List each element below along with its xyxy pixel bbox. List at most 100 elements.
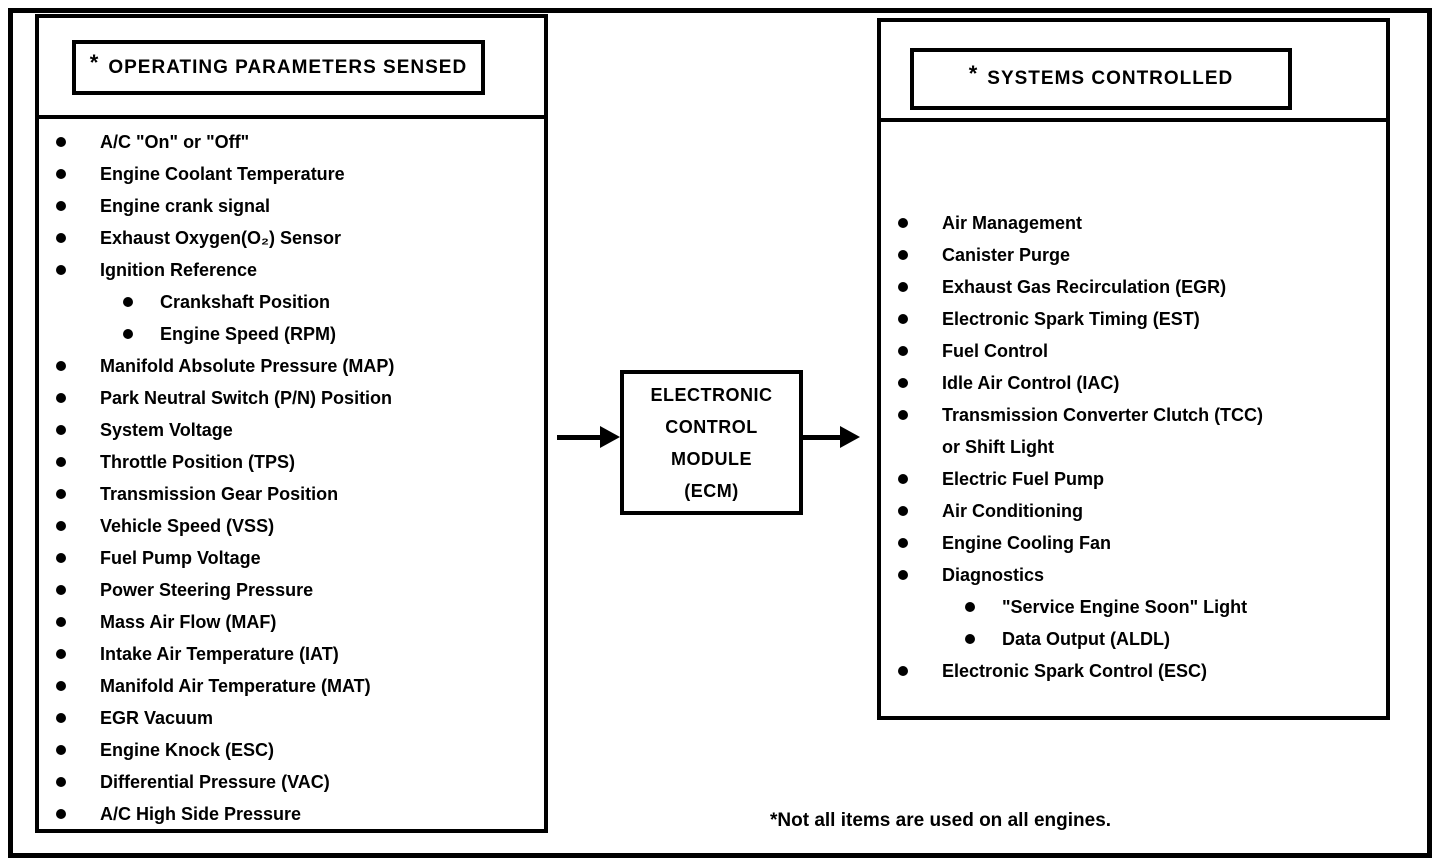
list-item-label: Transmission Converter Clutch (TCC) (942, 404, 1264, 425)
bullet-icon (56, 649, 66, 659)
list-item-label: Idle Air Control (IAC) (942, 372, 1120, 393)
list-item: A/C "On" or "Off" (39, 126, 544, 158)
bullet-icon (56, 521, 66, 531)
systems-controlled-list: Air Management Canister Purge Exhaust Ga… (881, 122, 1386, 687)
bullet-icon (898, 314, 908, 324)
list-item-label: "Service Engine Soon" Light (1002, 596, 1248, 617)
bullet-icon (898, 346, 908, 356)
systems-controlled-header: * SYSTEMS CONTROLLED (881, 22, 1386, 122)
list-item: Data Output (ALDL) (881, 623, 1386, 655)
list-item: Electronic Spark Timing (EST) (881, 303, 1386, 335)
list-item: System Voltage (39, 414, 544, 446)
list-item-label: Data Output (ALDL) (1002, 628, 1170, 649)
list-item: Engine crank signal (39, 190, 544, 222)
list-item: EGR Vacuum (39, 702, 544, 734)
list-item-label: Fuel Control (942, 340, 1048, 361)
bullet-icon (56, 233, 66, 243)
bullet-icon (56, 137, 66, 147)
bullet-icon (56, 745, 66, 755)
list-item-label: Power Steering Pressure (100, 579, 314, 600)
list-item-label: Fuel Pump Voltage (100, 547, 261, 568)
list-item: A/C High Side Pressure (39, 798, 544, 830)
flow-arrow-right-line (801, 435, 843, 440)
bullet-icon (56, 201, 66, 211)
list-item-label: Differential Pressure (VAC) (100, 771, 330, 792)
list-item: Fuel Control (881, 335, 1386, 367)
bullet-icon (56, 169, 66, 179)
list-item-label: Intake Air Temperature (IAT) (100, 643, 339, 664)
list-item-label: Engine Speed (RPM) (160, 323, 337, 344)
list-item-label: Air Management (942, 212, 1083, 233)
operating-parameters-title: OPERATING PARAMETERS SENSED (108, 56, 468, 78)
flow-arrow-right-head (840, 426, 860, 448)
list-item: Manifold Air Temperature (MAT) (39, 670, 544, 702)
list-item: Throttle Position (TPS) (39, 446, 544, 478)
list-item: Electronic Spark Control (ESC) (881, 655, 1386, 687)
bullet-icon (56, 713, 66, 723)
footnote: *Not all items are used on all engines. (770, 810, 1112, 831)
list-item: Exhaust Gas Recirculation (EGR) (881, 271, 1386, 303)
list-item: Engine Speed (RPM) (39, 318, 544, 350)
list-item: Canister Purge (881, 239, 1386, 271)
bullet-icon (123, 297, 133, 307)
bullet-icon (56, 777, 66, 787)
bullet-icon (56, 361, 66, 371)
list-item: Differential Pressure (VAC) (39, 766, 544, 798)
bullet-icon (56, 425, 66, 435)
bullet-icon (56, 681, 66, 691)
list-item-label: Manifold Absolute Pressure (MAP) (100, 355, 395, 376)
list-item-label: EGR Vacuum (100, 707, 214, 728)
list-item: Manifold Absolute Pressure (MAP) (39, 350, 544, 382)
bullet-icon (123, 329, 133, 339)
bullet-icon (898, 506, 908, 516)
list-item: Park Neutral Switch (P/N) Position (39, 382, 544, 414)
bullet-icon (898, 538, 908, 548)
operating-parameters-header: * OPERATING PARAMETERS SENSED (39, 18, 544, 119)
list-item: Intake Air Temperature (IAT) (39, 638, 544, 670)
systems-controlled-title: SYSTEMS CONTROLLED (987, 68, 1234, 89)
list-item: Fuel Pump Voltage (39, 542, 544, 574)
list-item-label: Transmission Gear Position (100, 483, 339, 504)
list-item-label: Engine Knock (ESC) (100, 739, 275, 760)
bullet-icon (898, 250, 908, 260)
list-item-label: System Voltage (100, 419, 233, 440)
list-item: Engine Coolant Temperature (39, 158, 544, 190)
ecm-line-2: CONTROL (665, 416, 758, 437)
bullet-icon (898, 282, 908, 292)
asterisk-icon: * (968, 61, 978, 86)
systems-controlled-panel: * SYSTEMS CONTROLLED Air Management Cani… (877, 18, 1390, 720)
bullet-icon (56, 553, 66, 563)
list-item-label: Vehicle Speed (VSS) (100, 515, 275, 536)
list-item-label: Electric Fuel Pump (942, 468, 1105, 489)
list-item: Transmission Gear Position (39, 478, 544, 510)
list-item-label: Crankshaft Position (160, 291, 331, 312)
list-item-label: Electronic Spark Control (ESC) (942, 660, 1208, 681)
outer-frame (8, 8, 1432, 858)
list-item: Engine Knock (ESC) (39, 734, 544, 766)
bullet-icon (965, 634, 975, 644)
list-item: Vehicle Speed (VSS) (39, 510, 544, 542)
list-item-label: or Shift Light (942, 436, 1054, 457)
flow-arrow-left-line (557, 435, 604, 440)
bullet-icon (898, 666, 908, 676)
operating-parameters-panel: * OPERATING PARAMETERS SENSED A/C "On" o… (35, 14, 548, 833)
bullet-icon (898, 570, 908, 580)
list-item-label: Electronic Spark Timing (EST) (942, 308, 1200, 329)
list-item-label: Diagnostics (942, 564, 1045, 585)
list-item-label: Ignition Reference (100, 259, 258, 280)
list-item-label: Exhaust Oxygen(O₂) Sensor (100, 227, 342, 248)
operating-parameters-title-box: * OPERATING PARAMETERS SENSED (72, 40, 485, 95)
list-item: Electric Fuel Pump (881, 463, 1386, 495)
list-item-label: Exhaust Gas Recirculation (EGR) (942, 276, 1227, 297)
bullet-icon (56, 585, 66, 595)
list-item-label: Park Neutral Switch (P/N) Position (100, 387, 393, 408)
list-item-label: Manifold Air Temperature (MAT) (100, 675, 371, 696)
list-item: Air Management (881, 207, 1386, 239)
list-item: "Service Engine Soon" Light (881, 591, 1386, 623)
bullet-icon (898, 218, 908, 228)
list-item-label: Air Conditioning (942, 500, 1083, 521)
bullet-icon (56, 809, 66, 819)
list-item-label: A/C "On" or "Off" (100, 131, 250, 152)
list-item-label: Throttle Position (TPS) (100, 451, 295, 472)
